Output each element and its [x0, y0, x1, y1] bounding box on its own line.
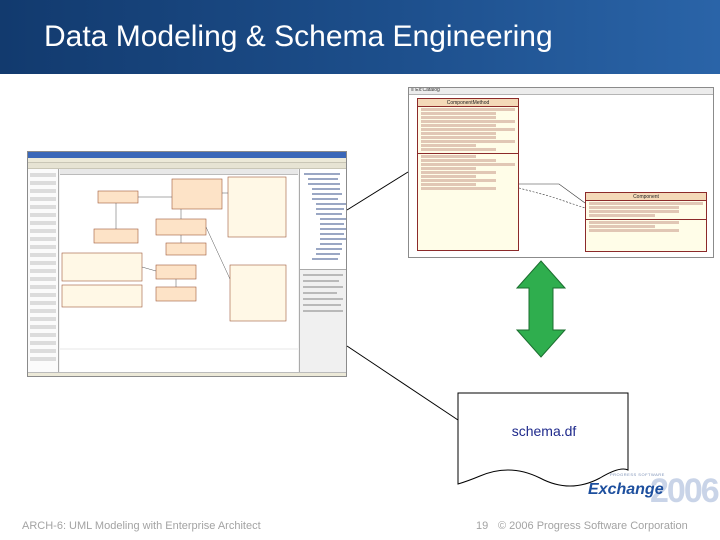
bidirectional-arrow [515, 260, 567, 358]
footer-copyright: © 2006 Progress Software Corporation [498, 520, 688, 532]
ea-toolbox-panel [28, 169, 59, 372]
ea-menu-bar [28, 158, 346, 163]
logo-word: Exchange [588, 481, 664, 498]
ea-window-titlebar [28, 152, 346, 158]
ea-project-browser [299, 169, 346, 269]
exchange-2006-logo: 2006 PROGRESS SOFTWARE Exchange [584, 466, 720, 524]
slide-title: Data Modeling & Schema Engineering [44, 20, 553, 53]
ea-toolbar [28, 163, 346, 169]
uml-tab-label: ≡ Ex:Catalog [411, 87, 440, 93]
uml-class-component: Component [585, 192, 707, 252]
uml-diagram-tab: ≡ Ex:Catalog [409, 88, 713, 95]
enterprise-architect-screenshot [27, 151, 347, 377]
uml-association-lines [518, 183, 586, 209]
footer-session-title: ARCH-6: UML Modeling with Enterprise Arc… [22, 520, 261, 532]
document-shape [457, 392, 629, 487]
uml-class-name: Component [586, 193, 706, 201]
uml-detail-screenshot: ≡ Ex:Catalog ComponentMethod Component [408, 87, 714, 258]
document-label: schema.df [511, 423, 577, 439]
ea-properties-panel [299, 269, 346, 372]
connector-line-to-document [346, 345, 459, 421]
uml-class-componentmethod: ComponentMethod [417, 98, 519, 251]
ea-diagram-canvas [60, 169, 298, 372]
connector-line-to-uml [346, 171, 409, 211]
logo-tagline: PROGRESS SOFTWARE [610, 472, 665, 477]
ea-status-bar [28, 372, 346, 376]
ea-diagram-tabs [60, 169, 298, 175]
footer-page-number: 19 [476, 520, 489, 532]
logo-year: 2006 [650, 472, 720, 510]
ea-diagram-drawing [60, 176, 298, 350]
uml-class-name: ComponentMethod [418, 99, 518, 107]
title-bar: Data Modeling & Schema Engineering [0, 0, 720, 74]
